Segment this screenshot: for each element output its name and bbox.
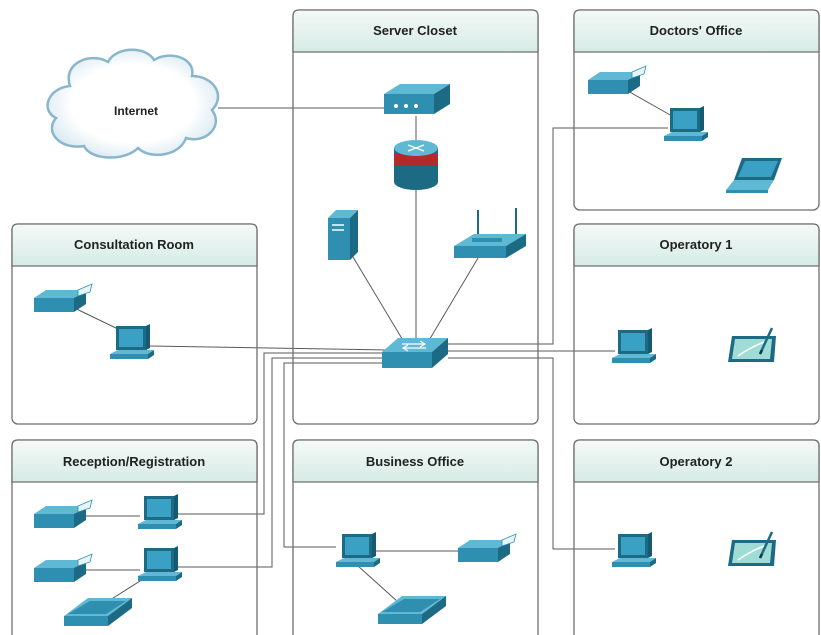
cable-switch-op2-pc: [448, 357, 615, 550]
cable-ap-switch: [427, 257, 479, 343]
pc-icon: [336, 532, 380, 567]
printer-icon: [33, 499, 93, 529]
switch-icon: [382, 338, 448, 368]
printer-icon: [587, 65, 647, 95]
pc-icon: [110, 324, 154, 359]
wireless-access-point-icon: [454, 208, 526, 258]
room-title-reception-registration: Reception/Registration: [63, 454, 205, 469]
room-doctors-office: Doctors' Office: [573, 9, 820, 211]
cable-switch-rec-pc-1: [178, 352, 388, 515]
server-icon: [328, 210, 358, 260]
room-title-operatory-1: Operatory 1: [660, 237, 733, 252]
cable-switch-bo-pc: [283, 362, 390, 548]
laptop-icon: [726, 158, 782, 193]
modem-icon: [384, 84, 450, 114]
room-business-office: Business Office: [292, 439, 539, 635]
cables: [61, 81, 673, 603]
room-consultation-room: Consultation Room: [11, 223, 258, 425]
cable-switch-consult-pc: [149, 345, 389, 351]
pc-icon: [664, 106, 708, 141]
tablet-icon: [726, 530, 778, 568]
room-title-doctors-office: Doctors' Office: [650, 23, 743, 38]
room-operatory-2: Operatory 2: [573, 439, 820, 635]
room-server-closet: Server Closet: [292, 9, 539, 425]
tablet-icon: [726, 326, 778, 364]
internet-label: Internet: [114, 104, 158, 118]
printer-icon: [33, 283, 93, 313]
cable-switch-doctors-pc: [446, 127, 668, 345]
pc-icon: [138, 546, 182, 581]
pc-icon: [612, 328, 656, 363]
internet-cloud-icon: Internet: [46, 48, 220, 159]
room-operatory-1: Operatory 1: [573, 223, 820, 425]
room-title-server-closet: Server Closet: [373, 23, 457, 38]
scanner-icon: [378, 596, 446, 624]
room-title-consultation-room: Consultation Room: [74, 237, 194, 252]
pc-icon: [138, 494, 182, 529]
scanner-icon: [64, 598, 132, 626]
room-title-operatory-2: Operatory 2: [660, 454, 733, 469]
cable-bo-pc-scanner: [357, 565, 399, 603]
router-icon: [394, 140, 438, 190]
cable-server-switch: [349, 251, 405, 343]
printer-icon: [457, 533, 517, 563]
cable-switch-rec-pc-2: [178, 357, 388, 568]
printer-icon: [33, 553, 93, 583]
room-title-business-office: Business Office: [366, 454, 464, 469]
room-reception-registration: Reception/Registration: [11, 439, 258, 635]
pc-icon: [612, 532, 656, 567]
